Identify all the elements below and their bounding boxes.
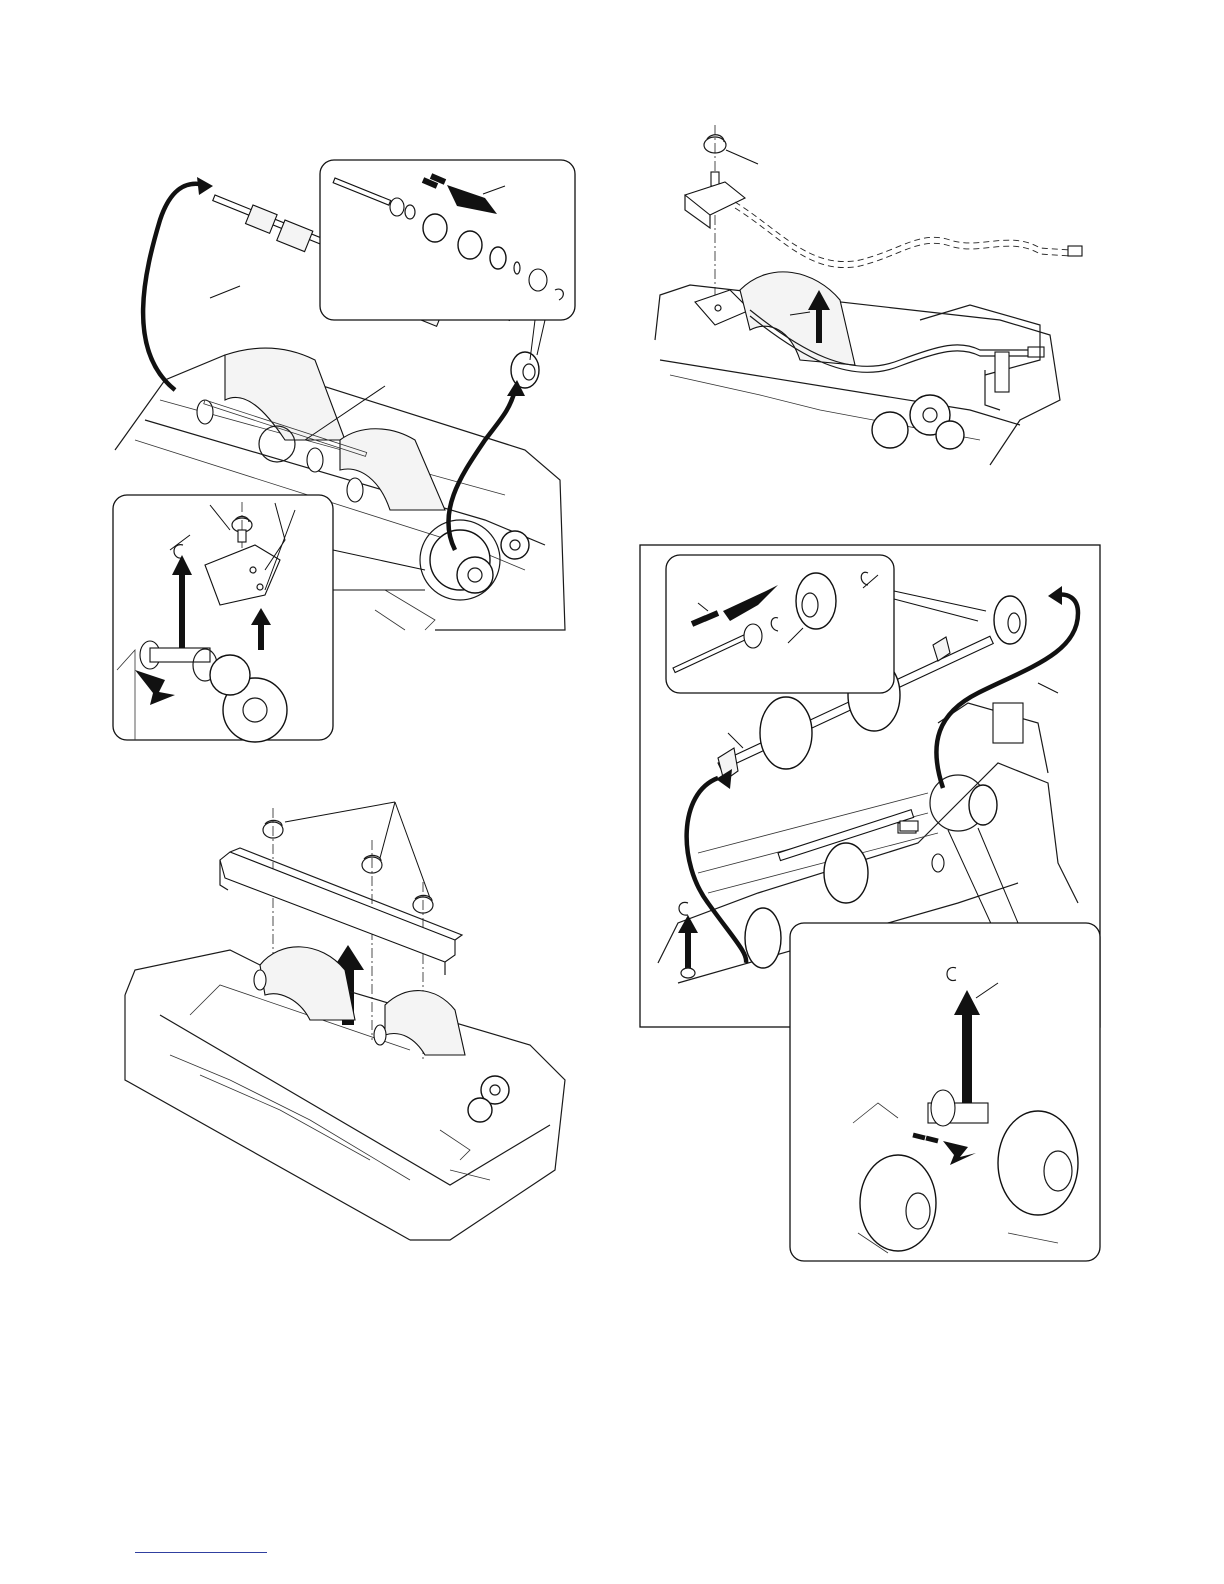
feed-roller-diagram bbox=[638, 543, 1103, 1263]
figure-sensor-bracket-removal bbox=[640, 120, 1100, 480]
figure-cover-plate-removal bbox=[110, 790, 580, 1260]
figure-paper-feed-roller-removal bbox=[638, 543, 1103, 1263]
cover-plate-diagram bbox=[110, 790, 580, 1260]
footer-link-rule bbox=[135, 1552, 267, 1553]
sensor-bracket-diagram bbox=[640, 120, 1100, 480]
roller-shaft-diagram bbox=[105, 150, 585, 750]
figure-roller-shaft-removal bbox=[105, 150, 585, 750]
